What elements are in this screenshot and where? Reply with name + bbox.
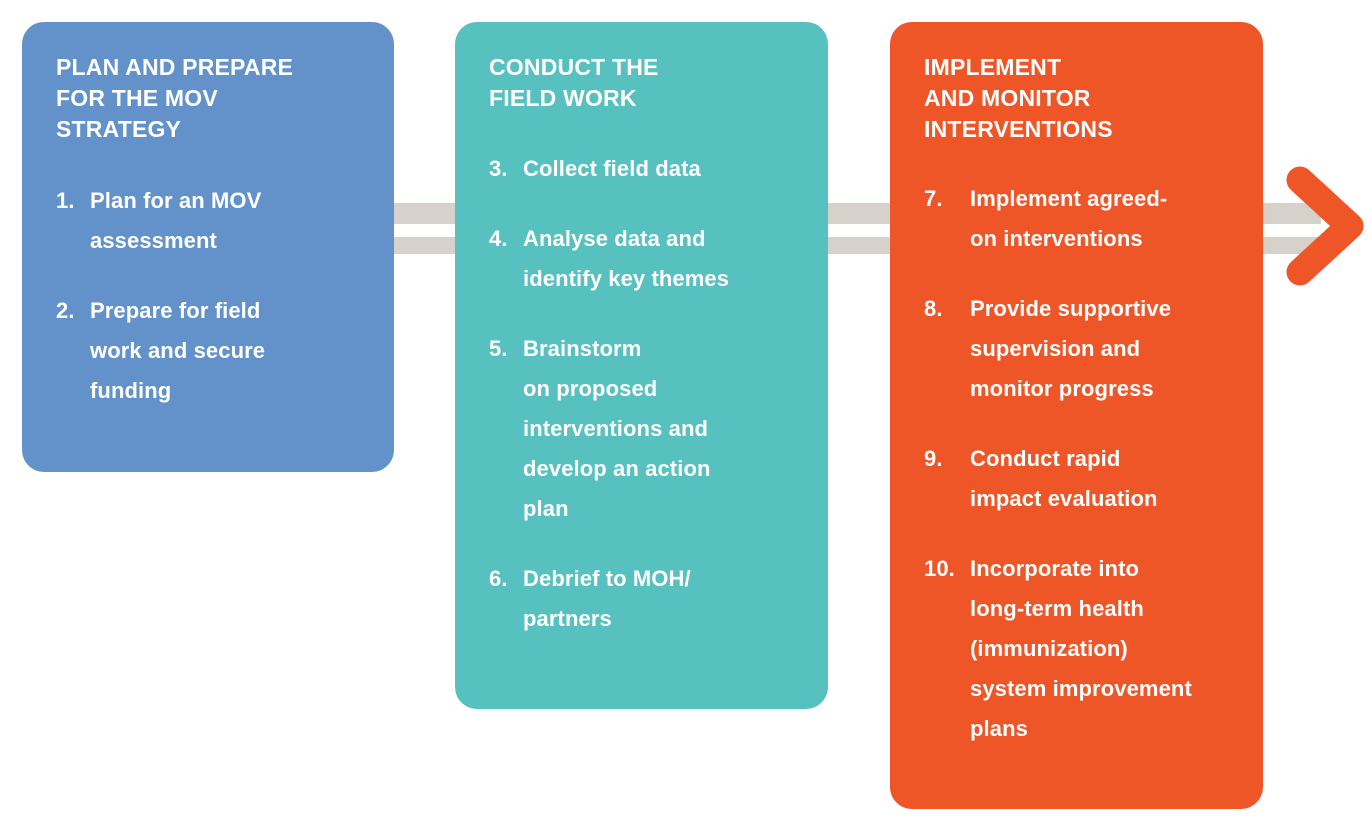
step-item: 9. Conduct rapid impact evaluation	[924, 439, 1229, 519]
step-item: 6. Debrief to MOH/ partners	[489, 559, 794, 639]
connector-rail-conduct-to-implement-top	[824, 203, 894, 224]
step-text: Debrief to MOH/ partners	[523, 566, 691, 631]
step-text: Plan for an MOV assessment	[90, 188, 262, 253]
step-item: 1. Plan for an MOV assessment	[56, 181, 360, 261]
step-text: Incorporate into long-term health (immun…	[970, 556, 1192, 741]
step-text: Implement agreed- on interventions	[970, 186, 1168, 251]
step-number: 9.	[924, 446, 943, 471]
step-item: 8. Provide supportive supervision and mo…	[924, 289, 1229, 409]
step-number: 8.	[924, 296, 943, 321]
flow-arrow-icon	[1282, 164, 1370, 288]
stage-title-plan: PLAN AND PREPARE FOR THE MOV STRATEGY	[56, 54, 294, 142]
connector-rail-conduct-to-implement-bottom	[824, 237, 894, 254]
step-item: 7. Implement agreed- on interventions	[924, 179, 1229, 259]
step-list-implement: 7. Implement agreed- on interventions 8.…	[924, 179, 1229, 749]
step-item: 4. Analyse data and identify key themes	[489, 219, 794, 299]
step-text: Analyse data and identify key themes	[523, 226, 730, 291]
step-text: Provide supportive supervision and monit…	[970, 296, 1172, 401]
step-list-conduct: 3. Collect field data 4. Analyse data an…	[489, 149, 794, 639]
stage-box-implement: IMPLEMENT AND MONITOR INTERVENTIONS 7. I…	[890, 22, 1263, 809]
step-number: 6.	[489, 566, 508, 591]
step-number: 4.	[489, 226, 508, 251]
step-list-plan: 1. Plan for an MOV assessment 2. Prepare…	[56, 181, 360, 411]
stage-title-conduct: CONDUCT THE FIELD WORK	[489, 54, 659, 111]
step-number: 7.	[924, 186, 943, 211]
step-item: 10. Incorporate into long-term health (i…	[924, 549, 1229, 749]
stage-box-plan: PLAN AND PREPARE FOR THE MOV STRATEGY 1.…	[22, 22, 394, 472]
step-number: 10.	[924, 556, 955, 581]
step-number: 1.	[56, 188, 75, 213]
step-item: 2. Prepare for field work and secure fun…	[56, 291, 360, 411]
step-text: Prepare for field work and secure fundin…	[90, 298, 266, 403]
step-number: 5.	[489, 336, 508, 361]
connector-rail-implement-to-arrow-top	[1259, 203, 1321, 224]
step-text: Collect field data	[523, 156, 701, 181]
step-text: Conduct rapid impact evaluation	[970, 446, 1158, 511]
connector-rail-plan-to-conduct-top	[392, 203, 460, 224]
stage-box-conduct: CONDUCT THE FIELD WORK 3. Collect field …	[455, 22, 828, 709]
step-number: 2.	[56, 298, 75, 323]
step-text: Brainstorm on proposed interventions and…	[523, 336, 711, 521]
connector-rail-plan-to-conduct-bottom	[392, 237, 460, 254]
step-item: 3. Collect field data	[489, 149, 794, 189]
stage-title-implement: IMPLEMENT AND MONITOR INTERVENTIONS	[924, 54, 1113, 142]
step-item: 5. Brainstorm on proposed interventions …	[489, 329, 794, 529]
step-number: 3.	[489, 156, 508, 181]
